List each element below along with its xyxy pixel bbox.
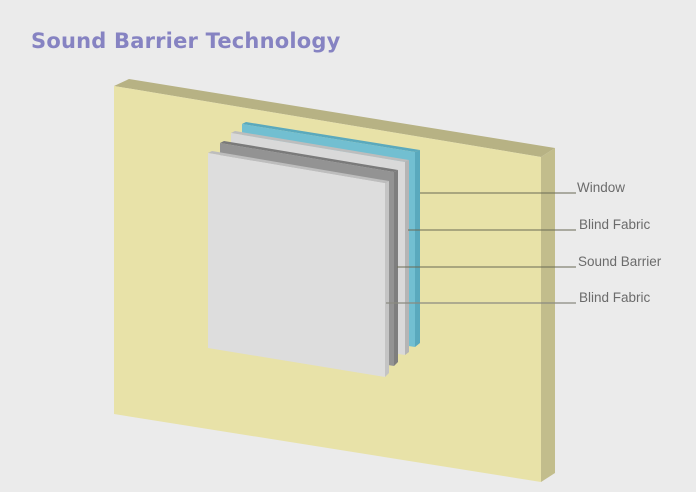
wall-side-face xyxy=(541,148,555,482)
label-window: Window xyxy=(577,180,626,195)
label-blind-fabric-front: Blind Fabric xyxy=(579,290,651,305)
label-blind-fabric-back: Blind Fabric xyxy=(579,217,651,232)
label-sound-barrier: Sound Barrier xyxy=(578,254,662,269)
wall-top-face xyxy=(114,79,555,157)
blind-fabric-front-layer xyxy=(208,151,389,377)
leader-lines xyxy=(386,192,576,304)
diagram-title: Sound Barrier Technology xyxy=(31,29,341,53)
